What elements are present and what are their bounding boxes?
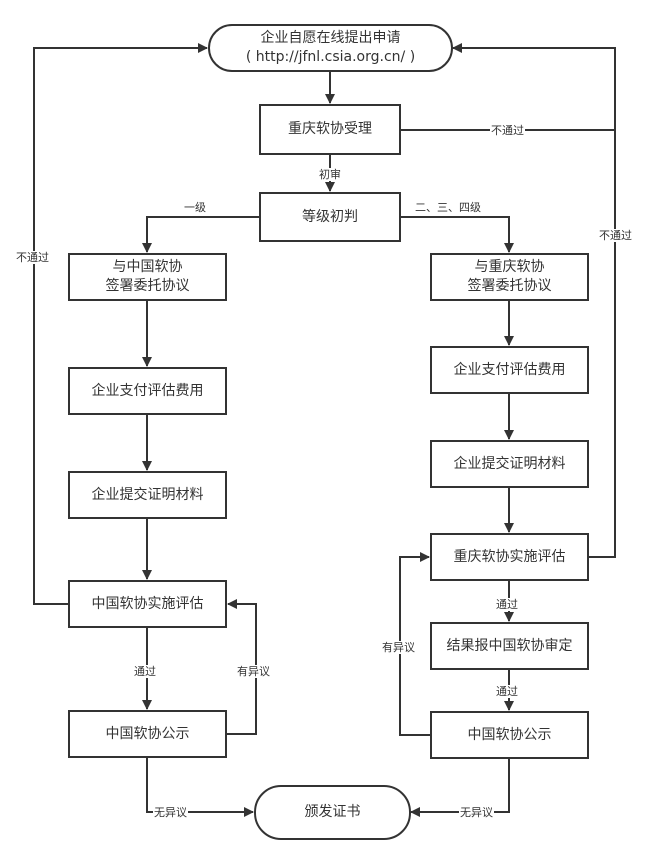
left-evaluate-node: 中国软协实施评估 — [68, 580, 227, 628]
left-agreement-line1: 与中国软协 — [112, 259, 183, 275]
left-pay-node: 企业支付评估费用 — [68, 367, 227, 415]
left-agreement-line2: 签署委托协议 — [105, 278, 190, 294]
right-submit-node: 企业提交证明材料 — [430, 440, 589, 488]
left-announce-node: 中国软协公示 — [68, 710, 227, 758]
label-left-objection: 有异议 — [236, 665, 271, 678]
right-review-label: 结果报中国软协审定 — [446, 637, 573, 654]
right-evaluate-label: 重庆软协实施评估 — [453, 548, 566, 565]
label-accept-reject: 不通过 — [490, 124, 525, 137]
right-announce-node: 中国软协公示 — [430, 711, 589, 759]
end-label: 颁发证书 — [304, 804, 361, 820]
right-evaluate-node: 重庆软协实施评估 — [430, 533, 589, 581]
accept-label: 重庆软协受理 — [288, 121, 372, 137]
grade-node: 等级初判 — [259, 192, 401, 242]
right-pay-label: 企业支付评估费用 — [453, 361, 566, 378]
right-agreement-line2: 签署委托协议 — [467, 278, 552, 294]
left-submit-node: 企业提交证明材料 — [68, 471, 227, 519]
label-level-other: 二、三、四级 — [415, 201, 481, 214]
label-right-reject: 不通过 — [598, 229, 633, 242]
left-announce-label: 中国软协公示 — [105, 725, 190, 742]
start-node: 企业自愿在线提出申请 ( http://jfnl.csia.org.cn/ ) — [208, 24, 453, 72]
label-left-pass: 通过 — [133, 665, 157, 678]
label-right-pass-1: 通过 — [495, 598, 519, 611]
right-pay-node: 企业支付评估费用 — [430, 346, 589, 394]
left-evaluate-label: 中国软协实施评估 — [91, 595, 204, 612]
right-agreement-node: 与重庆软协 签署委托协议 — [430, 253, 589, 301]
left-pay-label: 企业支付评估费用 — [91, 382, 204, 399]
end-node: 颁发证书 — [254, 785, 411, 840]
edge-grade-left — [142, 216, 259, 253]
label-right-no-objection: 无异议 — [459, 806, 494, 819]
edge-right-end — [410, 759, 510, 817]
start-title: 企业自愿在线提出申请 — [260, 30, 401, 46]
right-review-node: 结果报中国软协审定 — [430, 622, 589, 670]
label-initial-review: 初审 — [318, 168, 342, 181]
right-submit-label: 企业提交证明材料 — [453, 455, 566, 472]
label-left-reject: 不通过 — [15, 251, 50, 264]
accept-node: 重庆软协受理 — [259, 104, 401, 155]
label-left-no-objection: 无异议 — [153, 806, 188, 819]
edge-grade-right — [401, 216, 514, 253]
edge-left-end — [146, 758, 254, 817]
edge-right-reject-return — [452, 43, 616, 558]
right-announce-label: 中国软协公示 — [467, 726, 552, 743]
edge-left-reject-return — [33, 43, 208, 605]
start-url: ( http://jfnl.csia.org.cn/ ) — [245, 49, 416, 65]
grade-label: 等级初判 — [302, 208, 358, 225]
label-level-one: 一级 — [184, 201, 206, 214]
label-right-pass-2: 通过 — [495, 685, 519, 698]
label-right-objection: 有异议 — [381, 641, 416, 654]
left-agreement-node: 与中国软协 签署委托协议 — [68, 253, 227, 301]
left-submit-label: 企业提交证明材料 — [91, 486, 204, 503]
right-agreement-line1: 与重庆软协 — [474, 259, 545, 275]
